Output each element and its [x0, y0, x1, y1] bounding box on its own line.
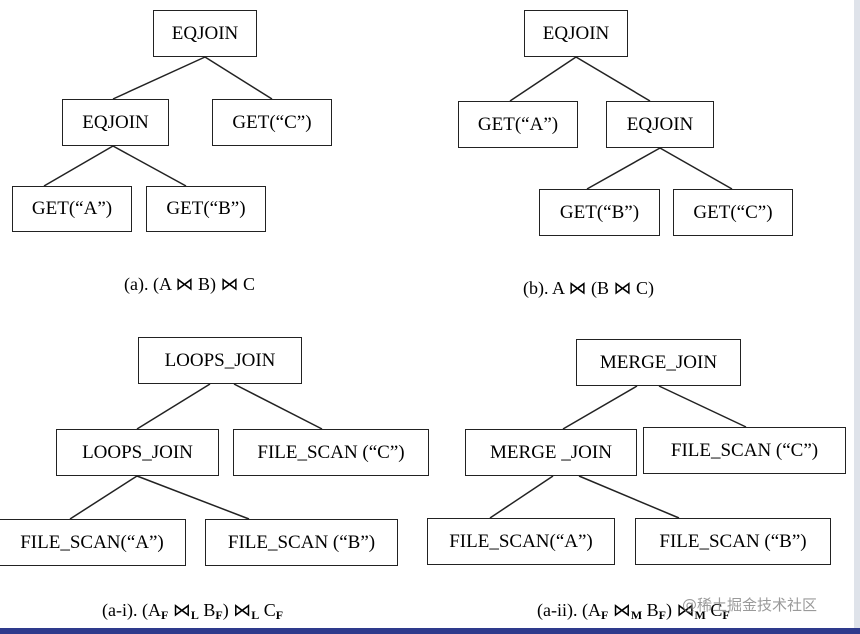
tree-aii-caption-join1: ⋈: [608, 600, 631, 620]
frame-right-edge: [854, 0, 860, 634]
tree-aii-caption-prefix: (a-ii). (A: [537, 600, 601, 620]
tree-aii-caption-sub1: F: [600, 608, 609, 622]
edge-ai-left-ll: [69, 475, 138, 520]
tree-ai-left-node: LOOPS_JOIN: [56, 429, 219, 476]
tree-a-left-left-node: GET(“A”): [12, 186, 132, 232]
edge-ai-root-left: [136, 383, 211, 430]
tree-ai-caption-sub4: L: [251, 608, 260, 622]
tree-a-root-node: EQJOIN: [153, 10, 257, 57]
edge-ai-left-lr: [136, 475, 250, 520]
tree-ai-caption-sub3: F: [215, 608, 223, 622]
tree-ai-caption-join2: ) ⋈: [222, 600, 252, 620]
tree-ai-caption-join1: ⋈: [168, 600, 191, 620]
tree-ai-caption-c: C: [259, 600, 276, 620]
tree-b-right-node: EQJOIN: [606, 101, 714, 148]
tree-aii-caption-sub2: M: [630, 608, 643, 622]
tree-b-left-node: GET(“A”): [458, 101, 578, 148]
tree-b-right-left-node: GET(“B”): [539, 189, 660, 236]
edge-aii-left-lr: [578, 475, 680, 519]
tree-aii-root-node: MERGE_JOIN: [576, 339, 741, 386]
watermark: @稀土掘金技术社区: [682, 596, 818, 614]
tree-aii-left-left-node: FILE_SCAN(“A”): [427, 518, 615, 565]
tree-aii-caption-sub5: F: [722, 608, 730, 622]
tree-b-caption: (b). A ⋈ (B ⋈ C): [523, 278, 655, 298]
tree-ai-left-right-node: FILE_SCAN (“B”): [205, 519, 398, 566]
edge-aii-root-right: [658, 385, 747, 428]
tree-ai-caption-prefix: (a-i). (A: [102, 600, 161, 620]
tree-a-caption: (a). (A ⋈ B) ⋈ C: [124, 274, 255, 294]
tree-ai-caption-b: B: [198, 600, 216, 620]
tree-a-left-node: EQJOIN: [62, 99, 169, 146]
edge-a-left-ll: [43, 145, 114, 187]
edge-ai-root-right: [233, 383, 323, 430]
tree-a-right-node: GET(“C”): [212, 99, 332, 146]
tree-aii-caption-sub3: F: [658, 608, 666, 622]
tree-b-right-right-node: GET(“C”): [673, 189, 793, 236]
tree-ai-right-node: FILE_SCAN (“C”): [233, 429, 429, 476]
tree-a-left-right-node: GET(“B”): [146, 186, 266, 232]
edge-a-root-right: [204, 56, 273, 100]
tree-aii-left-right-node: FILE_SCAN (“B”): [635, 518, 831, 565]
tree-ai-caption-sub5: F: [275, 608, 284, 622]
tree-aii-caption-b: B: [642, 600, 659, 620]
edge-b-root-right: [575, 56, 651, 102]
edge-b-right-rr: [659, 147, 733, 190]
tree-aii-left-node: MERGE _JOIN: [465, 429, 637, 476]
tree-ai-caption: (a-i). (AF ⋈L BF) ⋈L CF: [102, 600, 283, 623]
tree-ai-caption-sub2: L: [190, 608, 199, 622]
edge-b-root-left: [509, 56, 577, 102]
edge-a-left-lr: [112, 145, 187, 187]
tree-ai-root-node: LOOPS_JOIN: [138, 337, 302, 384]
edge-b-right-rl: [586, 147, 661, 190]
tree-aii-caption-c: C: [705, 600, 723, 620]
tree-aii-right-node: FILE_SCAN (“C”): [643, 427, 846, 474]
edge-aii-left-ll: [489, 475, 554, 519]
tree-ai-caption-sub1: F: [160, 608, 169, 622]
frame-bottom-edge: [0, 628, 860, 634]
tree-aii-caption-join2: ) ⋈: [666, 600, 695, 620]
tree-ai-left-left-node: FILE_SCAN(“A”): [0, 519, 186, 566]
tree-b-root-node: EQJOIN: [524, 10, 628, 57]
edge-a-root-left: [112, 56, 206, 100]
edge-aii-root-left: [562, 385, 638, 430]
tree-aii-caption-sub4: M: [694, 608, 706, 622]
tree-aii-caption: (a-ii). (AF ⋈M BF) ⋈M CF: [537, 600, 730, 623]
